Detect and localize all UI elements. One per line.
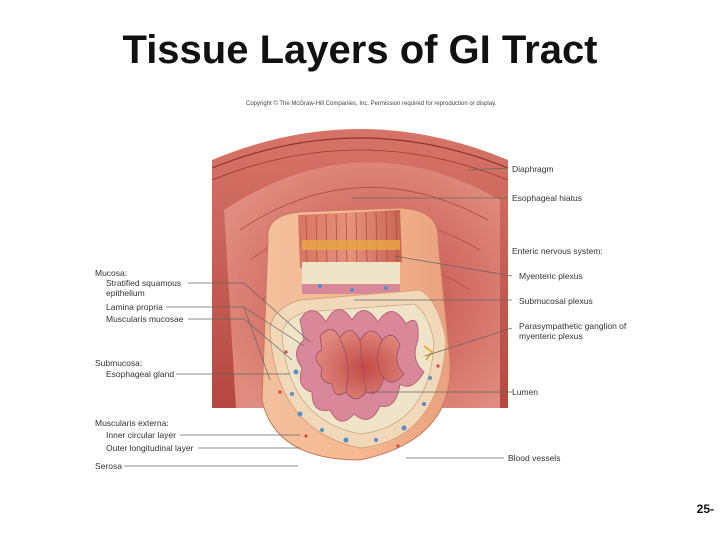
label-lamina-propria: Lamina propria (106, 302, 163, 312)
label-submucosal-plexus: Submucosal plexus (519, 296, 593, 306)
label-outer-longitudinal: Outer longitudinal layer (106, 443, 194, 453)
label-parasympathetic-line1: Parasympathetic ganglion of (519, 321, 627, 331)
label-inner-circular: Inner circular layer (106, 430, 176, 440)
slide-title: Tissue Layers of GI Tract (122, 28, 598, 72)
page-number: 25- (696, 502, 714, 516)
label-serosa: Serosa (95, 461, 122, 471)
label-myenteric-plexus: Myenteric plexus (519, 271, 583, 281)
label-parasympathetic-line2: myenteric plexus (519, 331, 583, 341)
label-blood-vessels: Blood vessels (508, 453, 561, 463)
label-diaphragm: Diaphragm (512, 164, 554, 174)
label-mucosa: Mucosa: (95, 268, 128, 278)
label-submucosa: Submucosa: (95, 358, 143, 368)
gland-dots (290, 284, 432, 443)
label-muscularis-externa: Muscularis externa: (95, 418, 169, 428)
leader-lines (124, 167, 513, 467)
label-stratified-line2: epithelium (106, 288, 145, 298)
label-lumen: Lumen (512, 387, 538, 397)
label-esophageal-gland: Esophageal gland (106, 369, 175, 379)
label-stratified-line1: Stratified squamous (106, 278, 182, 288)
copyright-notice: Copyright © The McGraw-Hill Companies, I… (246, 101, 497, 107)
blood-vessel-dots (278, 350, 440, 448)
lumen-area (315, 329, 405, 400)
label-esophageal-hiatus: Esophageal hiatus (512, 193, 582, 203)
label-enteric-nervous-system: Enteric nervous system: (512, 246, 603, 256)
label-muscularis-mucosae: Muscularis mucosae (106, 314, 184, 324)
